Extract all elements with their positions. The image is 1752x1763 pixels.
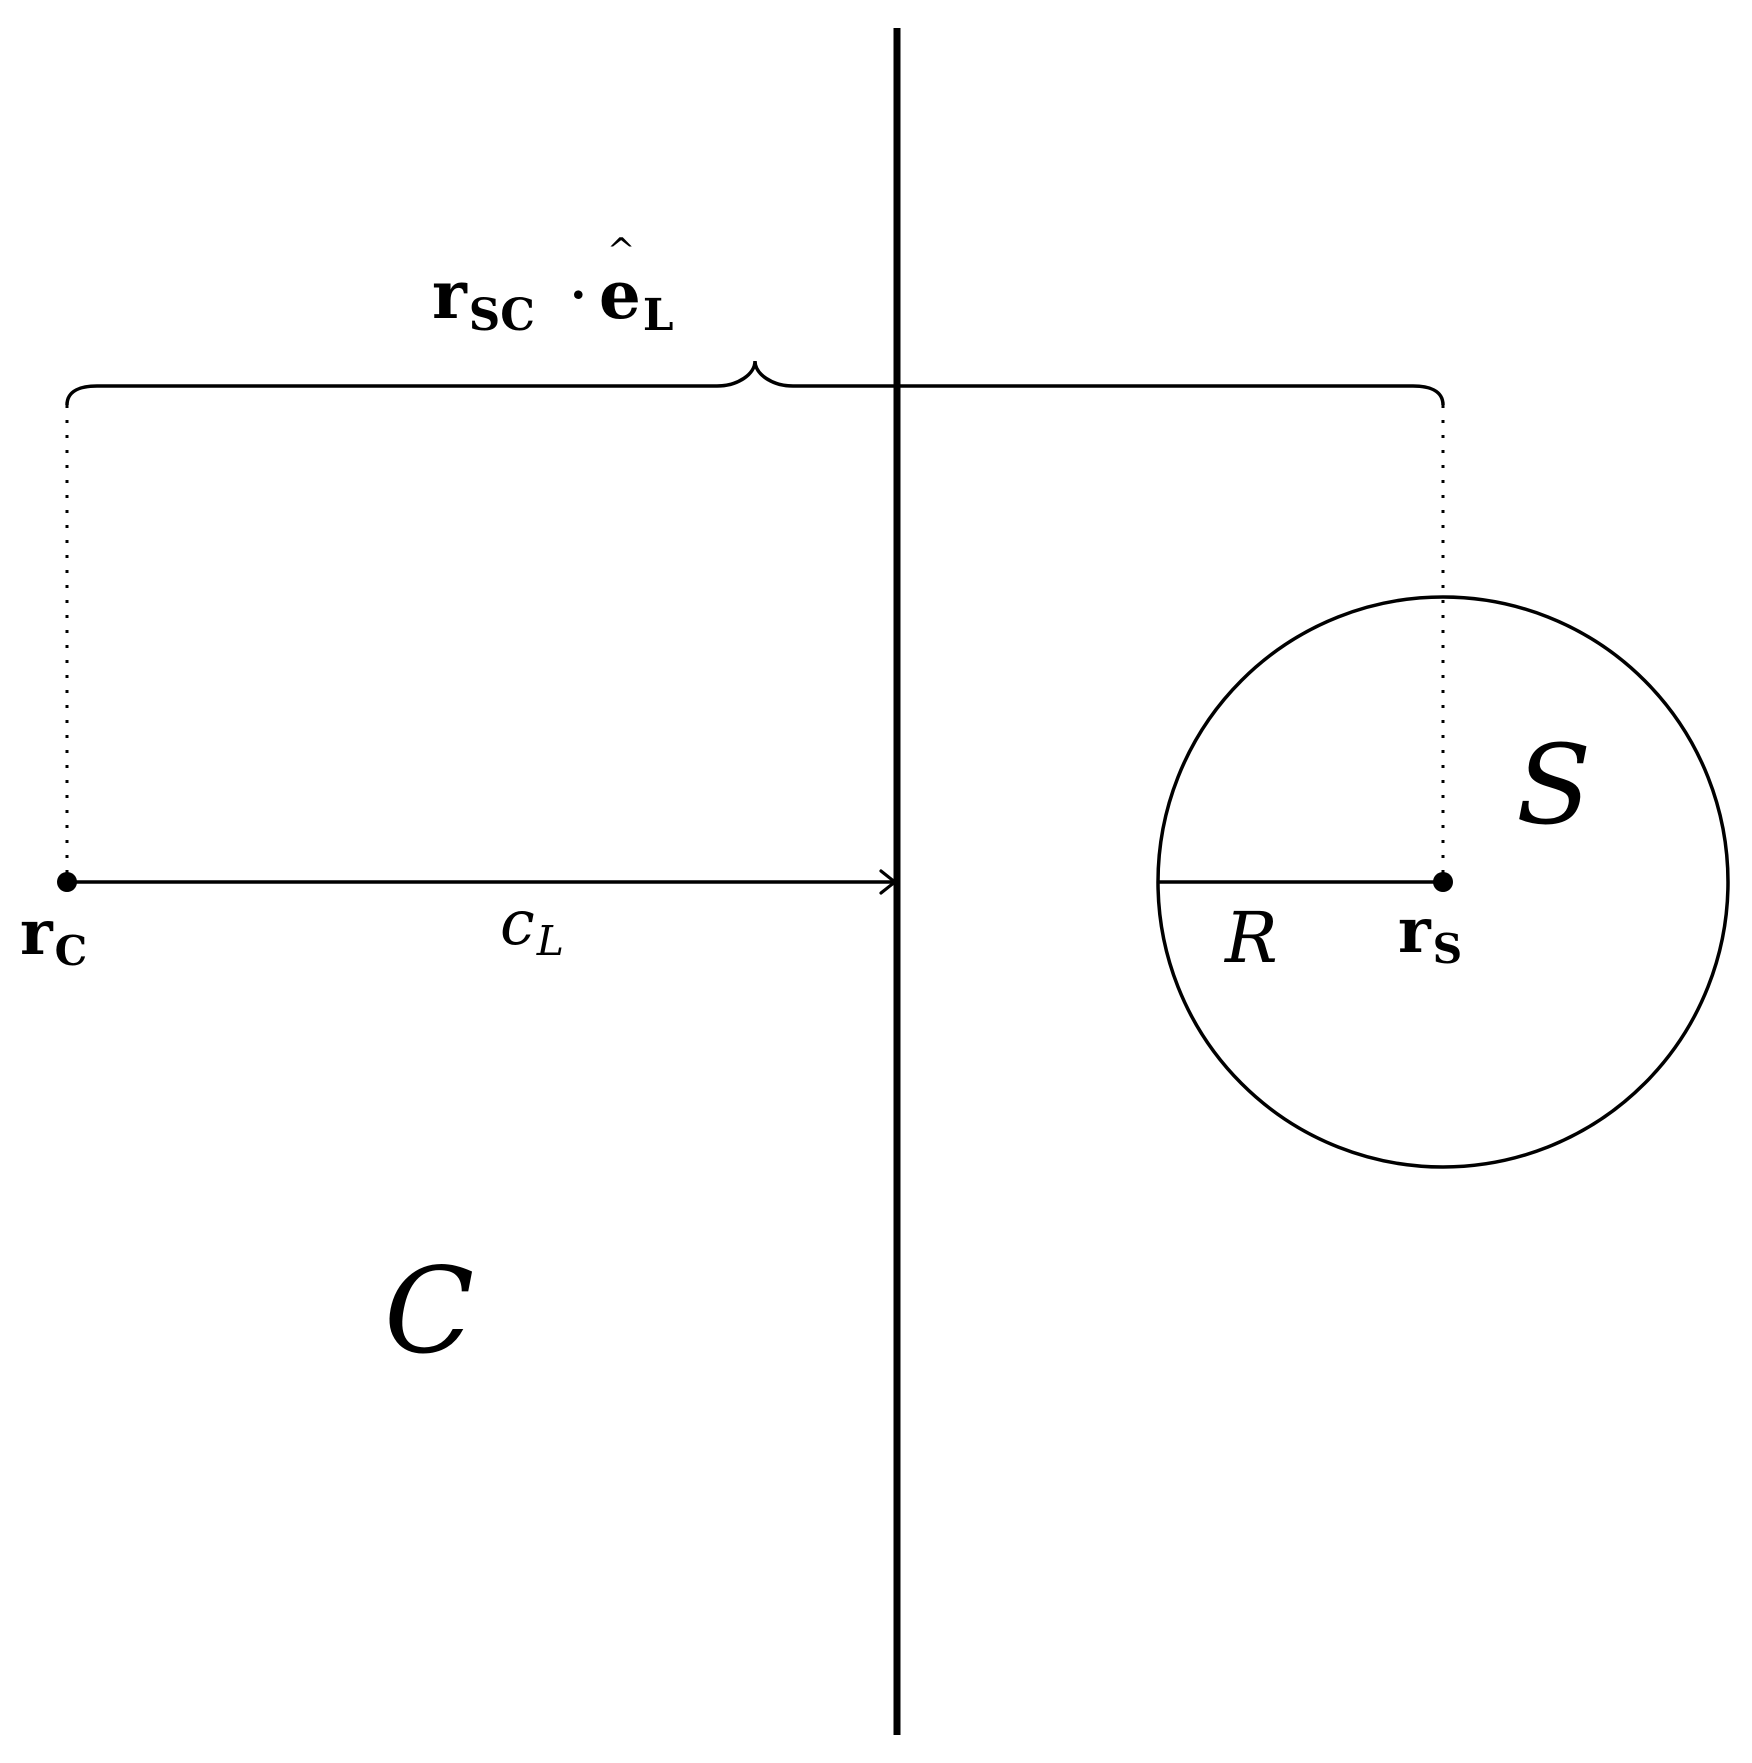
brace-label-dot: · (567, 257, 589, 334)
label-rs: rS (1398, 900, 1462, 970)
label-cl-base: c (500, 886, 535, 959)
curly-brace (65, 360, 1445, 406)
brace-label-sub: SC (468, 290, 535, 342)
brace-label: rSC ·e^L (432, 234, 673, 337)
label-radius: R (1225, 897, 1278, 979)
label-rs-base: r (1398, 894, 1431, 967)
label-rc-base: r (20, 896, 53, 969)
region-label-s: S (1516, 721, 1592, 849)
brace-label-unit-sub: L (642, 290, 674, 342)
label-rs-sub: S (1432, 925, 1463, 974)
cl-arrow-head (879, 869, 898, 895)
label-cl: cL (500, 892, 564, 962)
hat-icon: ^ (606, 231, 636, 271)
label-rc: rC (20, 902, 87, 972)
brace-label-base: r (432, 256, 467, 334)
brace-label-unit: e^ (599, 234, 641, 328)
region-label-c: C (384, 1242, 475, 1380)
label-cl-sub: L (536, 917, 564, 966)
point-rc (57, 872, 77, 892)
point-rs (1433, 872, 1453, 892)
label-rc-sub: C (54, 927, 88, 976)
brace-label-unit-base: e (598, 256, 641, 334)
